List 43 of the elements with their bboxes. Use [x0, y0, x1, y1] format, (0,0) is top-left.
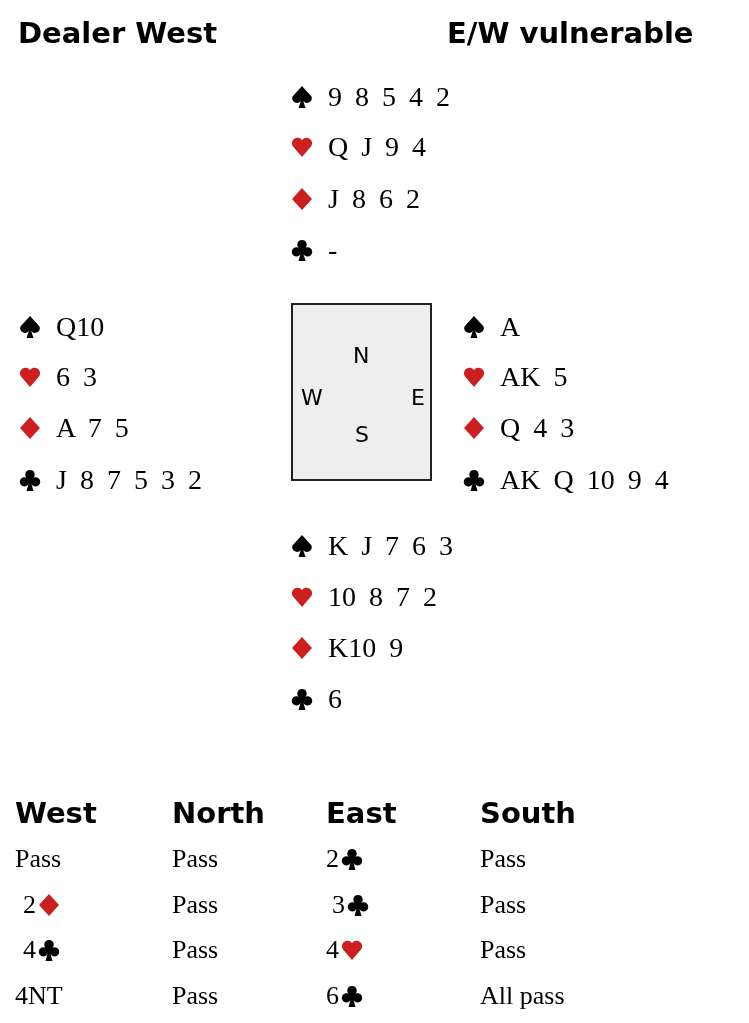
bid: 4NT	[15, 981, 63, 1011]
card-holding: AK Q 10 9 4	[500, 464, 669, 496]
bid: Pass	[480, 890, 527, 920]
compass-letter: N	[353, 343, 370, 368]
compass-letter: S	[355, 422, 369, 447]
vulnerability-note: E/W vulnerable	[447, 16, 694, 50]
bid: Pass	[172, 890, 219, 920]
bid: Pass	[15, 844, 62, 874]
card-holding: 6 3	[56, 361, 97, 393]
bid: Pass	[480, 935, 527, 965]
card-holding: J 8 6 2	[328, 183, 420, 215]
bid: 2	[326, 844, 339, 874]
card-holding: Q J 9 4	[328, 131, 427, 163]
bid: Pass	[172, 844, 219, 874]
column-heading: North	[172, 796, 265, 830]
bid: 4	[23, 935, 36, 965]
compass-letter: W	[301, 385, 323, 410]
card-holding: K J 7 6 3	[328, 530, 454, 562]
bid: 6	[326, 981, 339, 1011]
bid: Pass	[172, 981, 219, 1011]
bid: Pass	[480, 844, 527, 874]
column-heading: South	[480, 796, 576, 830]
card-holding: Q10	[56, 311, 105, 343]
bid: 4	[326, 935, 339, 965]
compass-box	[291, 303, 432, 481]
column-heading: West	[15, 796, 97, 830]
bid: Pass	[172, 935, 219, 965]
card-holding: AK 5	[500, 361, 568, 393]
bid: All pass	[480, 981, 565, 1011]
dealer-note: Dealer West	[18, 16, 218, 50]
card-holding: 6	[328, 683, 342, 715]
card-holding: A 7 5	[56, 412, 129, 444]
card-holding: K10 9	[328, 632, 404, 664]
bid: 3	[332, 890, 345, 920]
card-holding: 9 8 5 4 2	[328, 81, 450, 113]
card-holding: -	[328, 234, 338, 266]
column-heading: East	[326, 796, 397, 830]
compass-letter: E	[411, 385, 425, 410]
card-holding: A	[500, 311, 521, 343]
card-holding: 10 8 7 2	[328, 581, 437, 613]
card-holding: Q 4 3	[500, 412, 575, 444]
card-holding: J 8 7 5 3 2	[56, 464, 202, 496]
bid: 2	[23, 890, 36, 920]
